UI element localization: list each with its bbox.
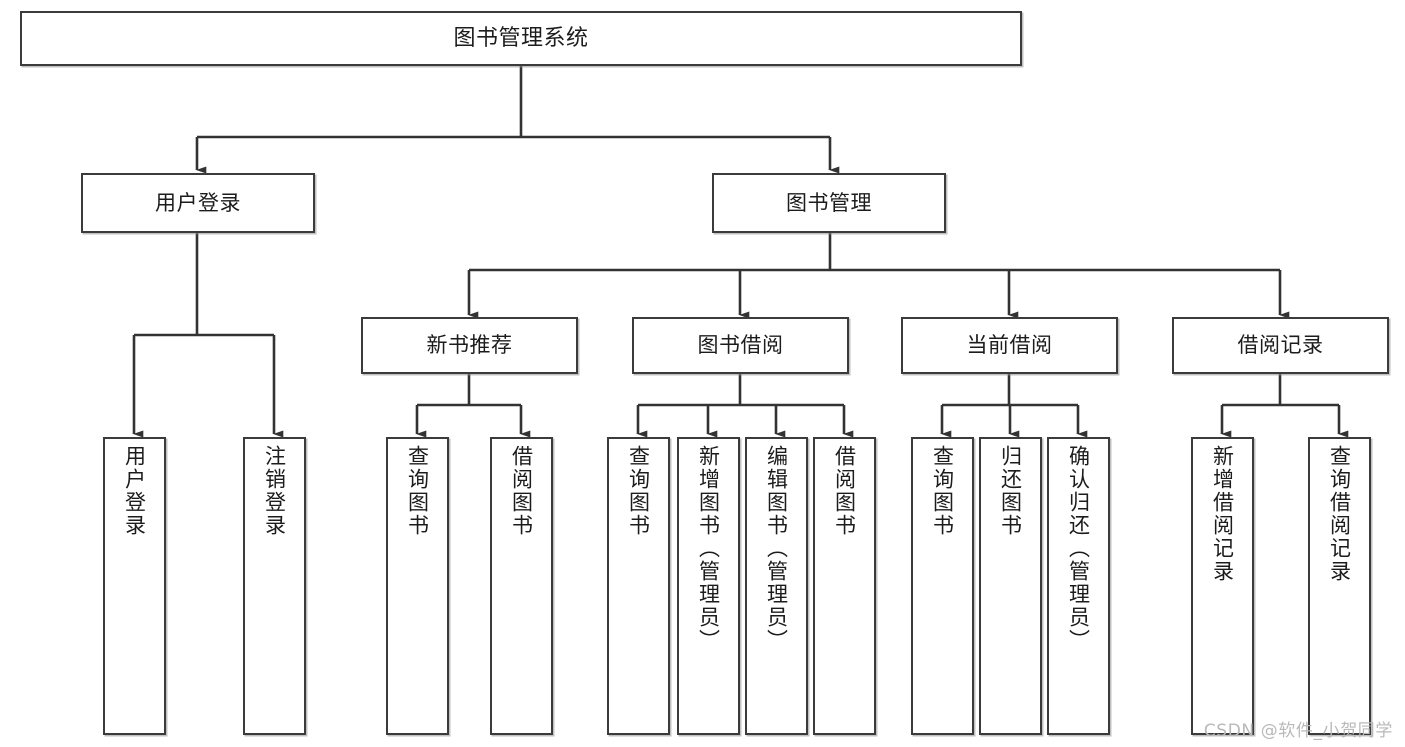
node-label: 当前借阅 [966,333,1053,358]
node-leaf-add-borrow-record[interactable]: 新增借阅记录 [1191,437,1254,735]
node-leaf-add-book-admin[interactable]: 新增图书（管理员） [677,437,740,735]
node-leaf-user-login[interactable]: 用户登录 [103,437,166,735]
node-label: 图书管理 [786,190,872,215]
node-label: 图书借阅 [697,333,784,358]
node-label: 用户登录 [155,190,241,215]
node-leaf-query-borrow-record[interactable]: 查询借阅记录 [1308,437,1371,735]
node-label: 查询图书 [626,445,651,537]
node-leaf-confirm-return-admin[interactable]: 确认归还（管理员） [1047,437,1110,735]
node-label: 用户登录 [122,445,147,537]
node-new-book-recommend[interactable]: 新书推荐 [361,317,578,374]
node-user-login[interactable]: 用户登录 [81,173,315,233]
node-current-borrow[interactable]: 当前借阅 [901,317,1118,374]
node-book-borrow[interactable]: 图书借阅 [632,317,849,374]
node-leaf-query-book-borrow[interactable]: 查询图书 [607,437,670,735]
node-label: 借阅记录 [1237,333,1324,358]
node-leaf-borrow-book-borrow[interactable]: 借阅图书 [813,437,876,735]
node-label: 查询借阅记录 [1327,445,1352,583]
node-leaf-logout-login[interactable]: 注销登录 [243,437,306,735]
node-label: 借阅图书 [509,445,534,537]
node-label: 注销登录 [262,445,287,537]
node-label: 借阅图书 [832,445,857,537]
node-book-management[interactable]: 图书管理 [712,173,946,233]
node-root-book-management-system[interactable]: 图书管理系统 [20,11,1022,66]
csdn-watermark: CSDN @软件_小贺同学 [1203,721,1393,741]
node-leaf-query-book-recommend[interactable]: 查询图书 [386,437,449,735]
node-label: 新增借阅记录 [1210,445,1235,583]
node-borrow-record[interactable]: 借阅记录 [1172,317,1389,374]
node-label: 编辑图书（管理员） [764,445,789,652]
node-leaf-return-book[interactable]: 归还图书 [979,437,1042,735]
node-label: 查询图书 [405,445,430,537]
node-leaf-edit-book-admin[interactable]: 编辑图书（管理员） [745,437,808,735]
node-label: 图书管理系统 [453,25,589,51]
node-label: 归还图书 [998,445,1023,537]
node-leaf-borrow-book-recommend[interactable]: 借阅图书 [490,437,553,735]
node-label: 确认归还（管理员） [1066,445,1091,652]
node-label: 查询图书 [930,445,955,537]
node-label: 新增图书（管理员） [696,445,721,652]
node-leaf-query-book-current[interactable]: 查询图书 [911,437,974,735]
node-label: 新书推荐 [426,333,513,358]
